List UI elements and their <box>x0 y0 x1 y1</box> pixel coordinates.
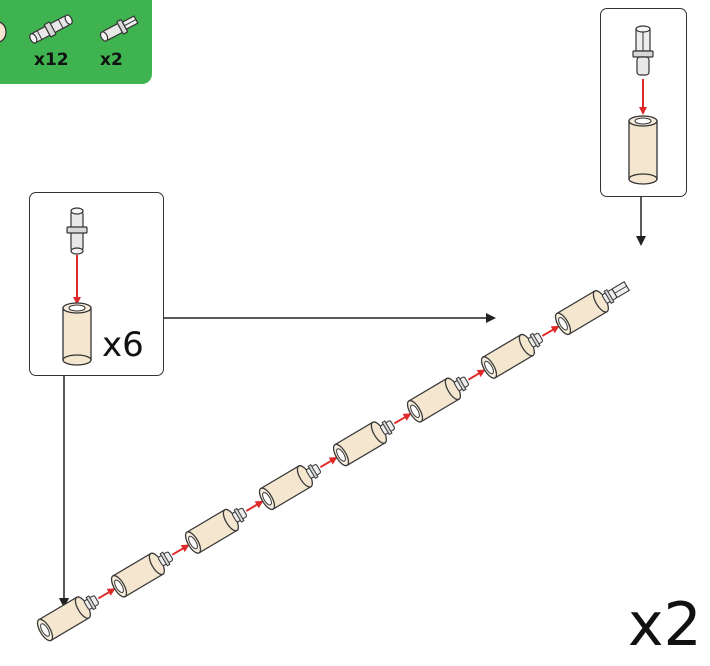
beam-segment <box>258 457 338 511</box>
part-count-axle: x2 <box>100 50 123 70</box>
insert-arrow <box>245 500 264 512</box>
axle-peg-icon <box>99 15 139 42</box>
beam-segment <box>406 369 486 423</box>
beam-segment <box>184 500 264 554</box>
beam-segment <box>480 325 560 379</box>
beam-part-icon <box>628 115 658 185</box>
insert-arrow <box>393 413 412 425</box>
callout-left-drawing <box>62 207 92 366</box>
parts-panel: x12 x2 <box>0 0 152 84</box>
insert-arrow <box>171 544 190 556</box>
beam-segment <box>554 281 630 336</box>
partial-part-icon <box>0 21 7 43</box>
part-count-connector: x12 <box>34 50 69 70</box>
beam-assembly <box>36 281 630 642</box>
beam-segment <box>110 544 190 598</box>
callout-box-left: x6 <box>29 192 164 376</box>
insert-arrow <box>97 588 116 600</box>
callout-box-right <box>600 8 687 197</box>
insert-arrow <box>467 369 486 381</box>
connector-peg-icon <box>66 207 88 255</box>
callout-right-drawing <box>628 25 658 185</box>
insert-arrow <box>319 457 338 469</box>
beam-segment <box>36 588 116 642</box>
callout-multiplier: x6 <box>102 325 144 365</box>
pointer-lines <box>59 196 646 608</box>
beam-segment <box>332 413 412 467</box>
axle-peg-icon <box>632 25 654 76</box>
connector-peg-icon <box>29 14 73 44</box>
beam-part-icon <box>62 302 92 366</box>
assembly-multiplier: x2 <box>628 590 702 660</box>
insert-arrow <box>541 325 560 337</box>
